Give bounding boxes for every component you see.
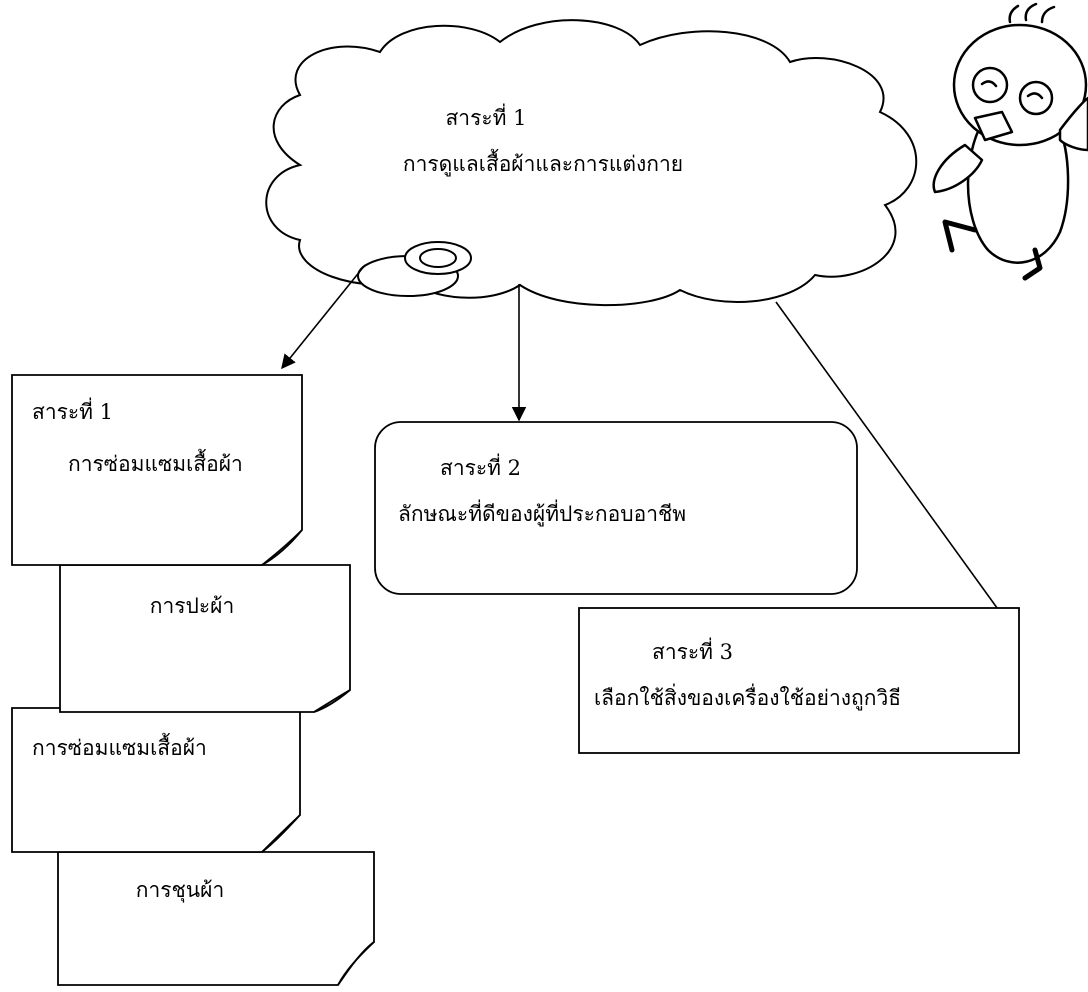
note-4-label: การชุนผ้า — [135, 878, 225, 902]
topic-3-box — [578, 607, 1020, 754]
note-card-4 — [57, 851, 375, 986]
bird-mascot-icon — [932, 2, 1088, 281]
note-1-heading: สาระที่ 1 — [32, 400, 114, 424]
topic-2-heading: สาระที่ 2 — [440, 456, 522, 480]
topic-3-heading: สาระที่ 3 — [652, 640, 734, 664]
cloud-heading: สาระที่ 1 — [445, 106, 527, 130]
arrow-to-note-stack — [281, 264, 366, 370]
note-2-label: การปะผ้า — [149, 594, 235, 618]
topic-2-box — [374, 421, 858, 595]
note-card-2 — [59, 564, 351, 713]
topic-3-label: เลือกใช้สิ่งของเครื่องใช้อย่างถูกวิธี — [594, 686, 902, 710]
cloud-subtitle: การดูแลเสื้อผ้าและการแต่งกาย — [402, 152, 684, 176]
arrow-to-topic-3 — [775, 301, 1014, 632]
note-card-3 — [11, 707, 301, 853]
topic-2-label: ลักษณะที่ดีของผู้ที่ประกอบอาชีพ — [398, 502, 687, 526]
note-card-1 — [11, 374, 303, 566]
thought-cloud-icon — [265, 19, 918, 307]
note-1-label: การซ่อมแซมเสื้อผ้า — [68, 452, 243, 476]
note-3-label: การซ่อมแซมเสื้อผ้า — [32, 736, 207, 760]
